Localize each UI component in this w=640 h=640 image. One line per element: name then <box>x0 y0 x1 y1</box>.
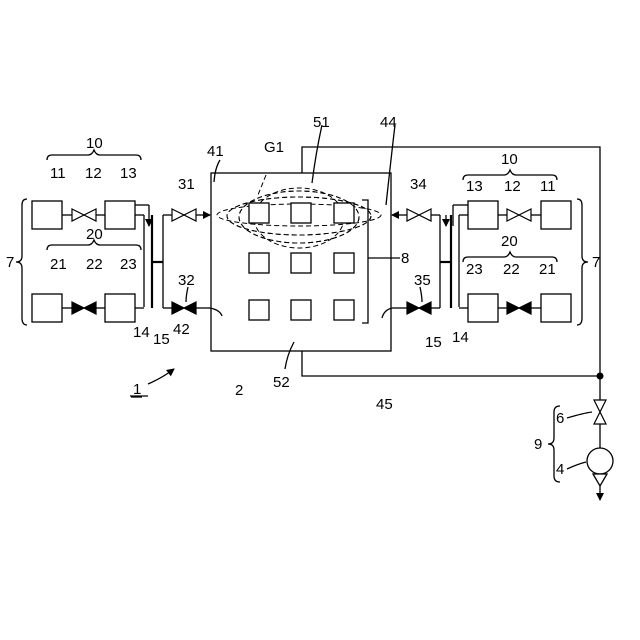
label-valve12-left: 12 <box>85 165 102 182</box>
label-exhaust-unit: 9 <box>534 436 542 453</box>
label-line10-right: 10 <box>501 151 518 168</box>
label-valve22-right: 22 <box>503 261 520 278</box>
label-mfc23-left: 23 <box>120 256 137 273</box>
label-valve31: 31 <box>178 176 195 193</box>
label-port42: 42 <box>173 321 190 338</box>
label-line20-right: 20 <box>501 233 518 250</box>
label-valve22-left: 22 <box>86 256 103 273</box>
holder-bracket <box>362 200 368 323</box>
label-pipe15-right: 15 <box>425 334 442 351</box>
label-merge14-right: 14 <box>452 329 469 346</box>
label-port41: 41 <box>207 143 224 160</box>
label-source11-left: 11 <box>50 165 66 182</box>
label-exhaust52: 52 <box>273 374 290 391</box>
label-source21-left: 21 <box>50 256 67 273</box>
label-system: 1 <box>133 381 141 398</box>
label-valve-exhaust: 6 <box>556 410 564 427</box>
exhaust-system <box>302 147 613 500</box>
label-exhaust51: 51 <box>313 114 330 131</box>
label-holder: 8 <box>401 250 409 267</box>
label-valve34: 34 <box>410 176 427 193</box>
label-source11-right: 11 <box>540 178 556 195</box>
reference-labels: 1 2 4 6 7 7 8 9 10 11 12 13 20 21 22 23 … <box>6 114 600 478</box>
label-valve12-right: 12 <box>504 178 521 195</box>
label-line20-left: 20 <box>86 226 103 243</box>
label-source21-right: 21 <box>539 261 556 278</box>
label-merge14-left: 14 <box>133 324 150 341</box>
label-mfc13-right: 13 <box>466 178 483 195</box>
label-valve35: 35 <box>414 272 431 289</box>
substrate-array <box>249 203 354 320</box>
label-valve32: 32 <box>178 272 195 289</box>
label-gas-supply-left: 7 <box>6 254 14 271</box>
right-gas-supply <box>382 170 588 325</box>
label-gas-region: G1 <box>264 139 284 156</box>
label-port45: 45 <box>376 396 393 413</box>
label-mfc13-left: 13 <box>120 165 137 182</box>
label-chamber: 2 <box>235 382 243 399</box>
label-line10-left: 10 <box>86 135 103 152</box>
label-gas-supply-right: 7 <box>592 254 600 271</box>
label-port44: 44 <box>380 114 397 131</box>
label-mfc23-right: 23 <box>466 261 483 278</box>
label-pipe15-left: 15 <box>153 331 170 348</box>
leader-lines <box>130 125 592 469</box>
label-pump: 4 <box>556 461 564 478</box>
